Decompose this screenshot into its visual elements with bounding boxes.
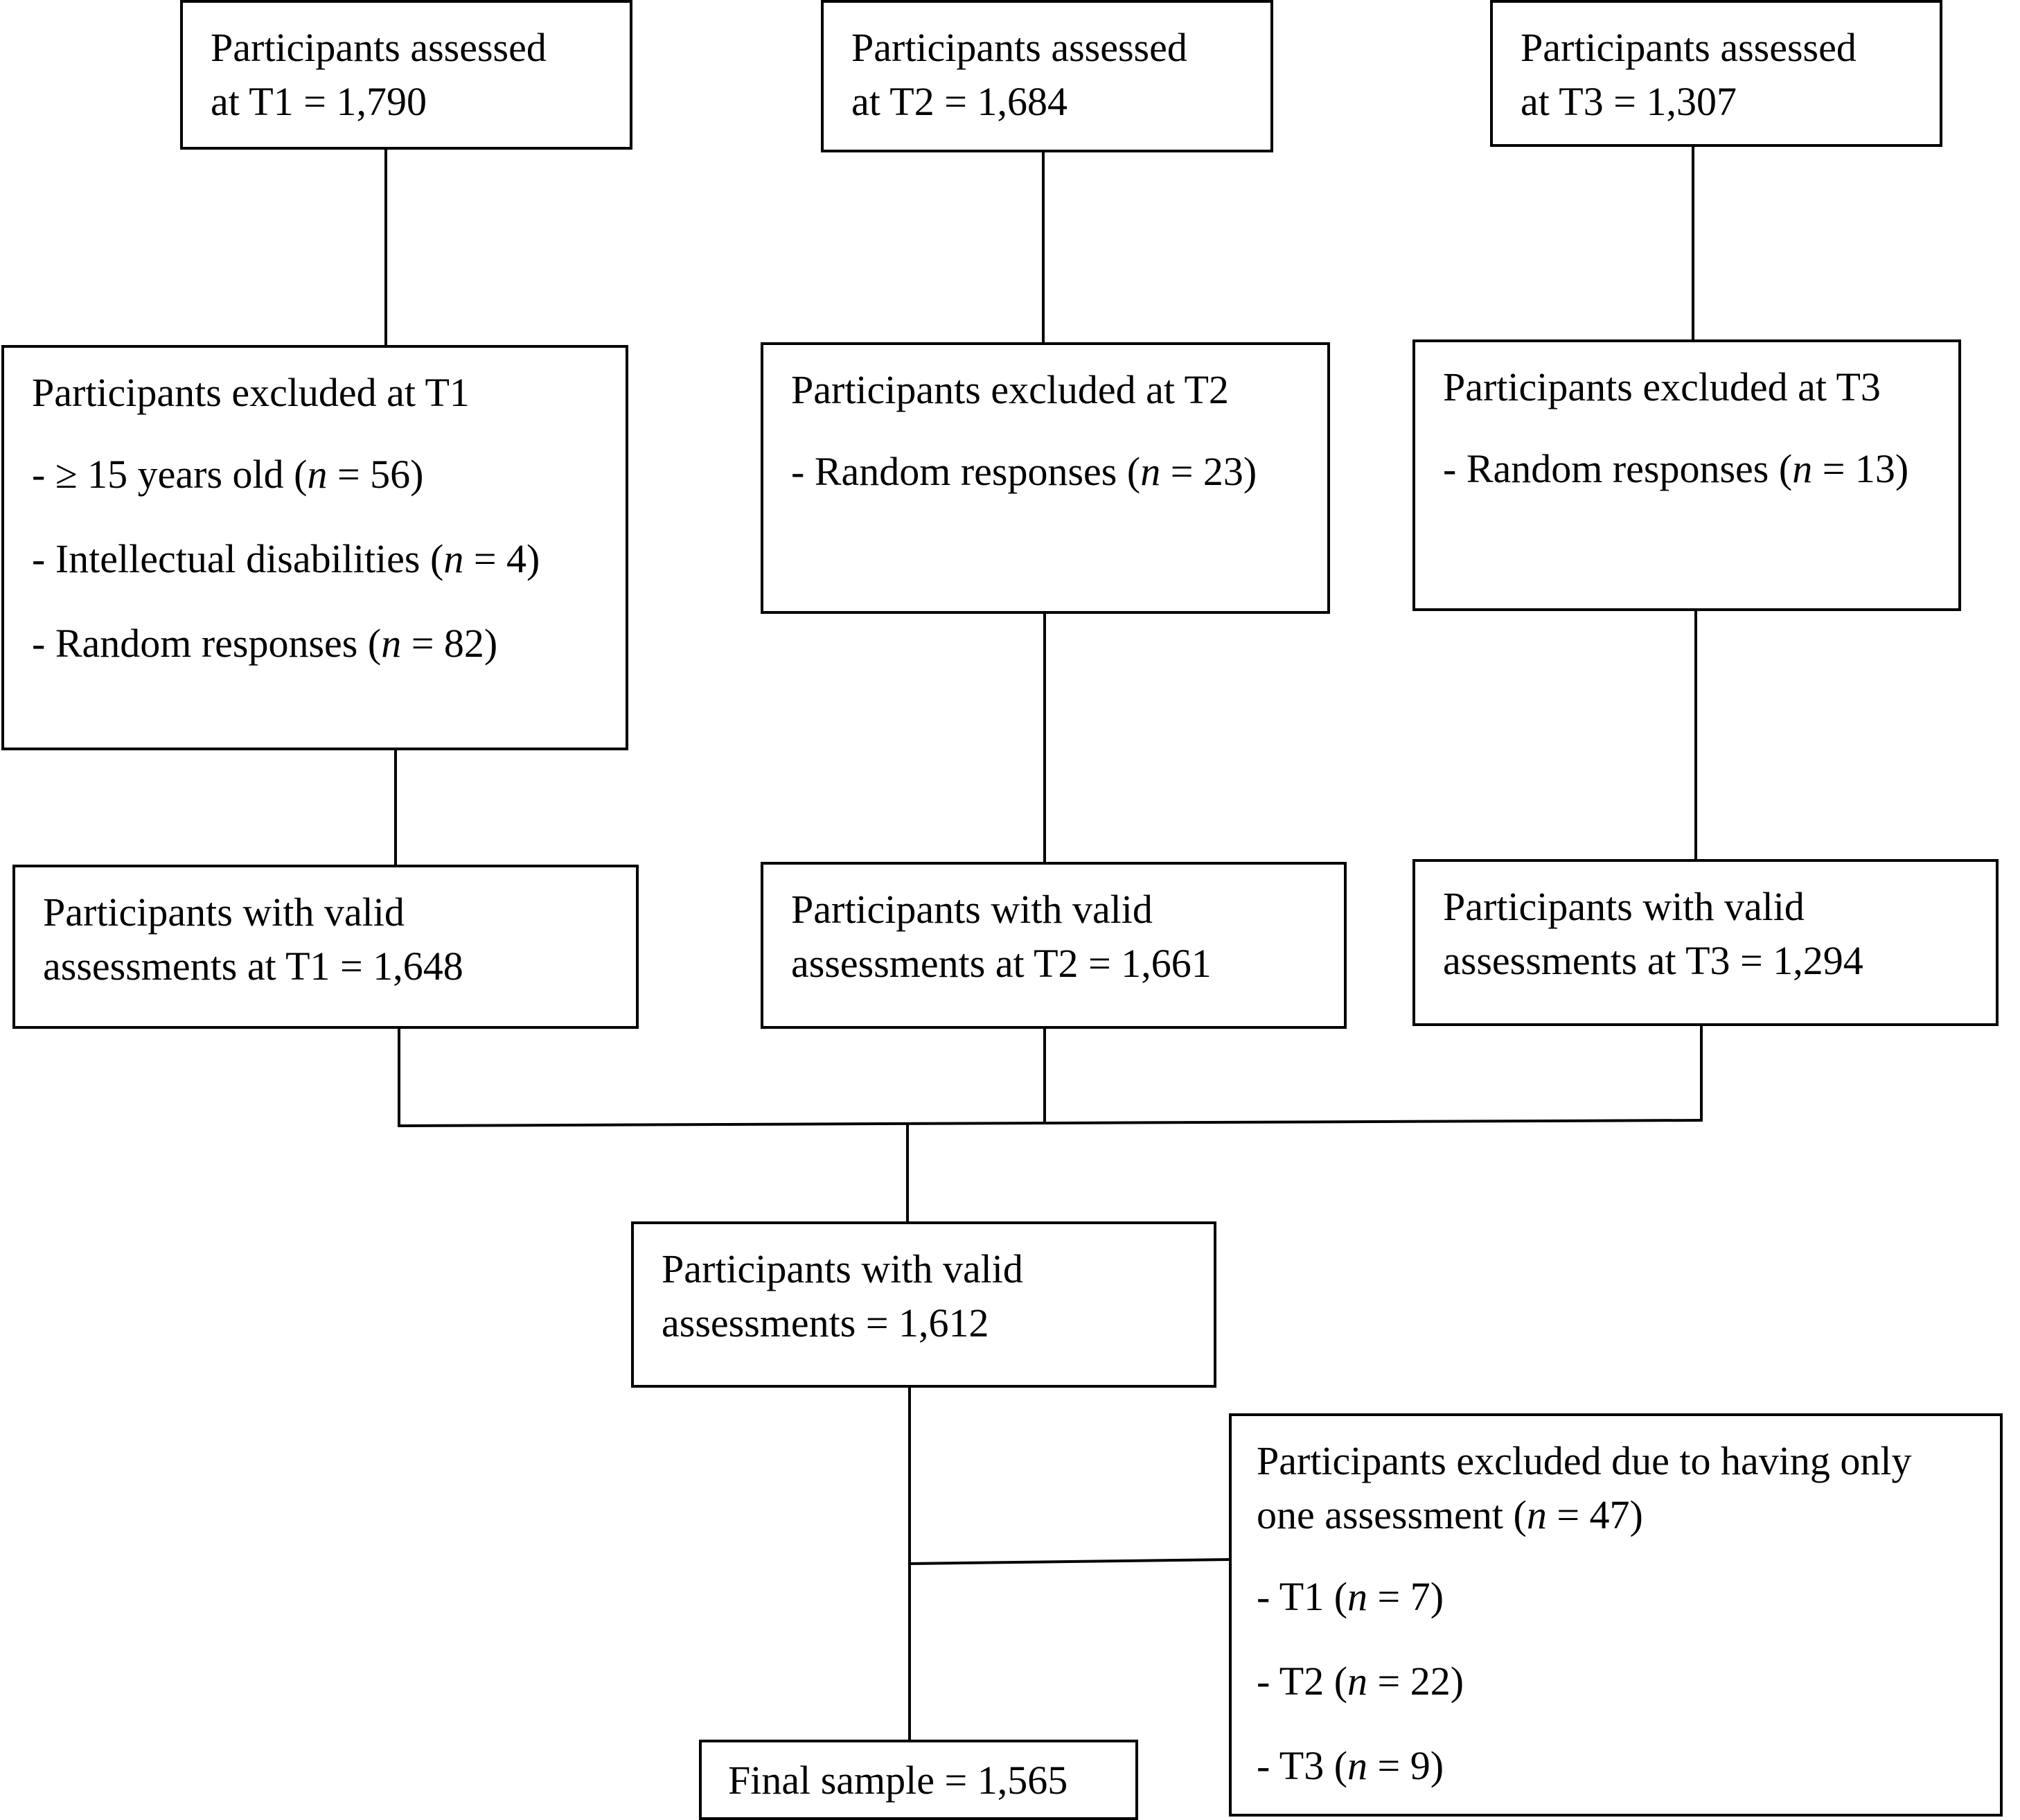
assessed-t3-line1: Participants assessed (1521, 25, 1857, 70)
box-final-sample: Final sample = 1,565 (699, 1740, 1138, 1820)
excluded-t1-item-random: - Random responses (n = 82) (32, 621, 498, 666)
valid-t2-line1: Participants with valid (791, 887, 1153, 932)
assessed-t2-line1: Participants assessed (851, 25, 1187, 70)
box-valid-t1: Participants with valid assessments at T… (12, 865, 639, 1029)
box-assessed-t1: Participants assessed at T1 = 1,790 (180, 0, 632, 150)
assessed-t1-line2: at T1 = 1,790 (211, 79, 427, 124)
one-assessment-item-t3: - T3 (n = 9) (1257, 1743, 1444, 1788)
excluded-t1-item-intellectual: - Intellectual disabilities (n = 4) (32, 536, 540, 581)
box-excluded-t1: Participants excluded at T1 - ≥ 15 years… (1, 345, 628, 750)
one-assessment-item-t2: - T2 (n = 22) (1257, 1659, 1464, 1704)
excluded-t1-item-age: - ≥ 15 years old (n = 56) (32, 452, 424, 497)
valid-t3-line2: assessments at T3 = 1,294 (1443, 938, 1863, 983)
combined-line1: Participants with valid (662, 1246, 1023, 1291)
box-valid-t2: Participants with valid assessments at T… (761, 862, 1347, 1029)
excluded-t3-title: Participants excluded at T3 (1443, 364, 1881, 409)
excluded-t3-item-random: - Random responses (n = 13) (1443, 446, 1909, 491)
assessed-t3-line2: at T3 = 1,307 (1521, 79, 1737, 124)
box-valid-t3: Participants with valid assessments at T… (1412, 859, 1999, 1026)
box-excluded-t3: Participants excluded at T3 - Random res… (1412, 339, 1961, 611)
one-assessment-item-t1: - T1 (n = 7) (1257, 1574, 1444, 1619)
assessed-t1-line1: Participants assessed (211, 25, 547, 70)
excluded-t2-title: Participants excluded at T2 (791, 367, 1229, 412)
assessed-t2-line2: at T2 = 1,684 (851, 79, 1067, 124)
valid-t3-line1: Participants with valid (1443, 884, 1805, 929)
final-sample-label: Final sample = 1,565 (728, 1758, 1068, 1803)
box-excluded-one-assessment: Participants excluded due to having only… (1229, 1413, 2003, 1817)
valid-t1-line2: assessments at T1 = 1,648 (43, 944, 463, 989)
combined-line2: assessments = 1,612 (662, 1300, 989, 1345)
excluded-t2-item-random: - Random responses (n = 23) (791, 449, 1257, 494)
box-excluded-t2: Participants excluded at T2 - Random res… (761, 342, 1330, 614)
connector-merge-horizontal (397, 1119, 1703, 1127)
connector-branch-to-exclusion (909, 1558, 1230, 1565)
box-assessed-t2: Participants assessed at T2 = 1,684 (821, 0, 1273, 152)
excluded-t1-title: Participants excluded at T1 (32, 370, 470, 415)
one-assessment-line1: Participants excluded due to having only (1257, 1438, 1912, 1483)
box-assessed-t3: Participants assessed at T3 = 1,307 (1490, 0, 1942, 147)
one-assessment-line2: one assessment (n = 47) (1257, 1492, 1643, 1537)
box-combined-valid: Participants with valid assessments = 1,… (631, 1221, 1216, 1388)
valid-t1-line1: Participants with valid (43, 890, 405, 935)
valid-t2-line2: assessments at T2 = 1,661 (791, 941, 1212, 986)
